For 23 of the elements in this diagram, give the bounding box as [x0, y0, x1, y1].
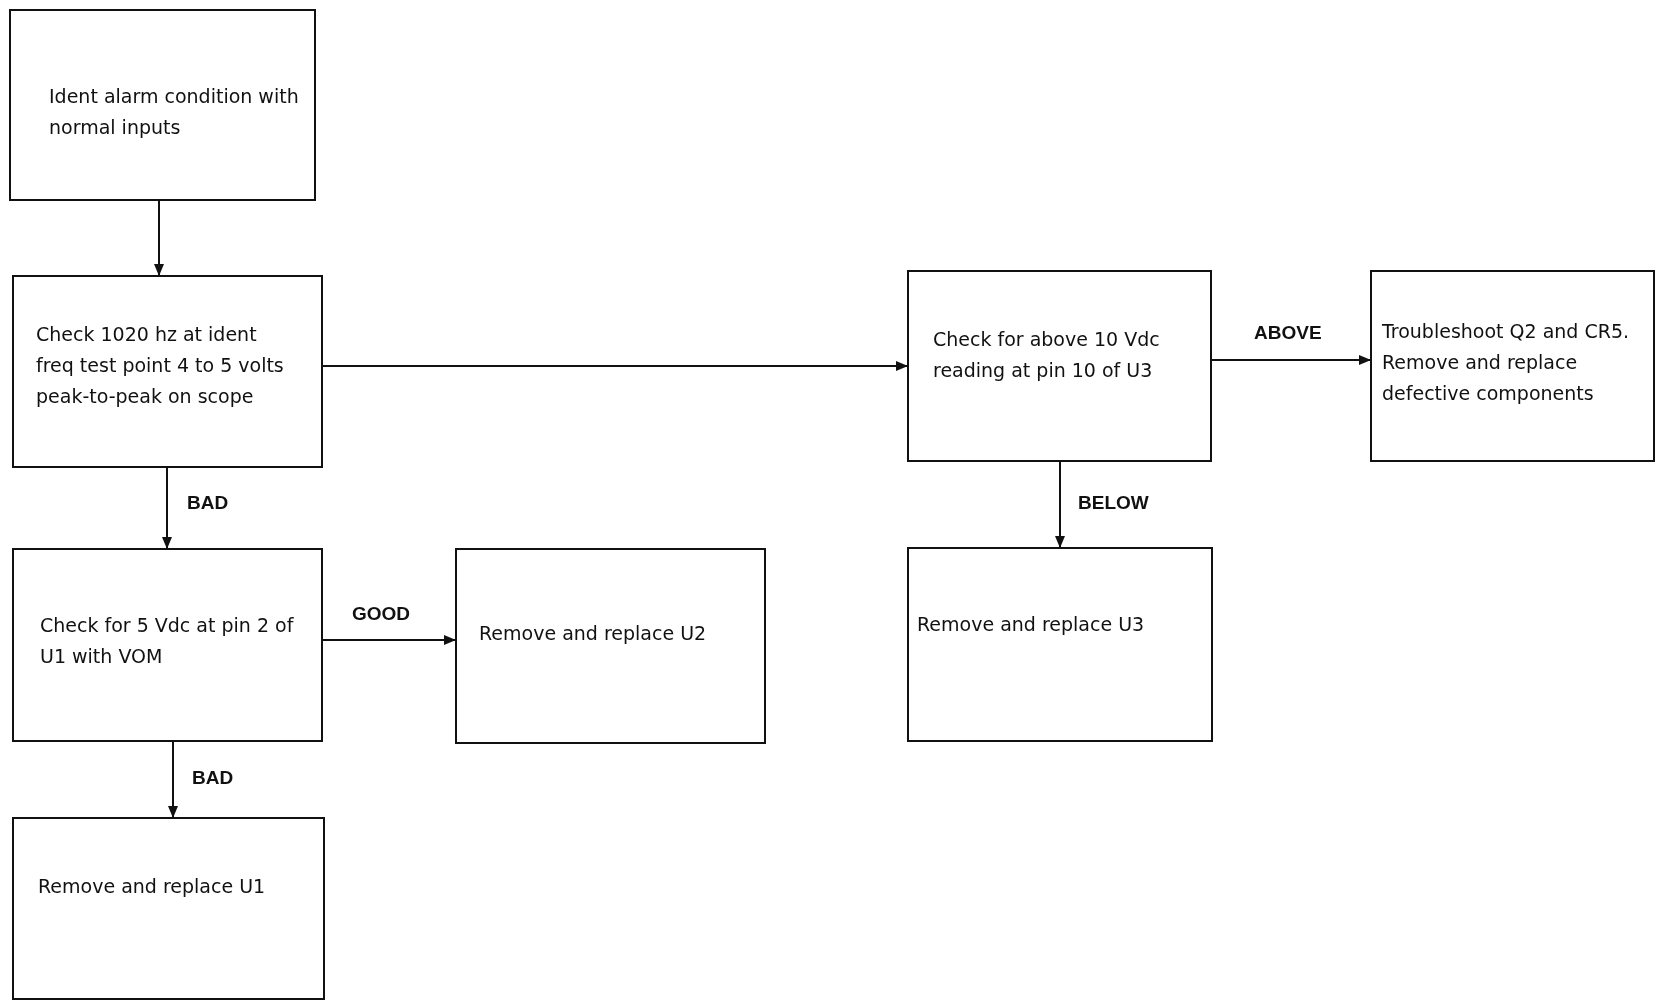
box-text: Check 1020 hz at ident freq test point 4 to 5 volts peak-to-peak on scope — [36, 322, 285, 409]
process-box — [907, 547, 1213, 742]
box-text: Troubleshoot Q2 and CR5. Remove and replace defective components — [1382, 319, 1631, 406]
box-text: Remove and replace U2 — [479, 621, 708, 646]
arrow — [154, 200, 164, 276]
arrow — [322, 361, 908, 371]
box-text: Check for 5 Vdc at pin 2 of U1 with VOM — [40, 613, 295, 669]
arrow — [1055, 461, 1065, 548]
process-box — [9, 9, 316, 201]
arrow — [1211, 355, 1371, 365]
box-text: Ident alarm condition with normal inputs — [49, 84, 299, 140]
process-box — [455, 548, 766, 744]
box-text: Check for above 10 Vdc reading at pin 10 of U3 — [933, 327, 1161, 383]
process-box — [12, 817, 325, 1000]
process-box — [1370, 270, 1655, 462]
box-text: Remove and replace U1 — [38, 874, 267, 899]
process-box — [12, 548, 323, 742]
arrow — [322, 635, 456, 645]
box-text: Remove and replace U3 — [917, 612, 1146, 637]
process-box — [12, 275, 323, 468]
arrow — [168, 741, 178, 818]
arrow — [162, 467, 172, 549]
process-box — [907, 270, 1212, 462]
